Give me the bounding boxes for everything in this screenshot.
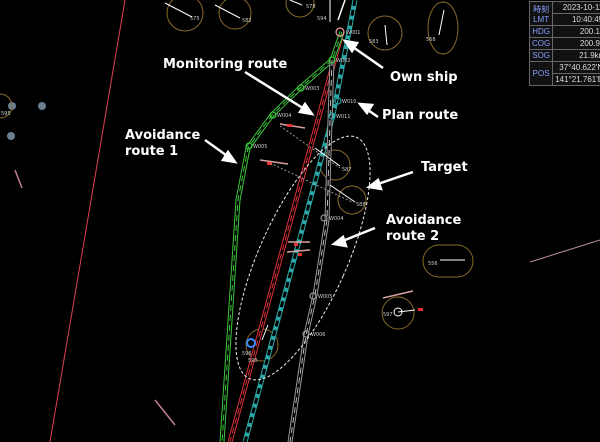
buoy-icon: [7, 132, 15, 140]
boundary-line: [49, 0, 126, 442]
lat-value: 37°40.622'N: [552, 61, 600, 74]
svg-text:578: 578: [306, 4, 316, 10]
time-label: 時刻: [533, 4, 550, 14]
svg-text:587: 587: [342, 167, 352, 173]
svg-text:575: 575: [190, 16, 200, 22]
pos-label: POS: [528, 61, 554, 86]
svg-text:590: 590: [248, 358, 258, 364]
svg-text:595: 595: [1, 111, 11, 117]
wp-label: W011: [336, 114, 351, 120]
wp-label: W004: [277, 113, 292, 119]
svg-text:594: 594: [317, 16, 327, 22]
wp-label: W001: [346, 30, 361, 36]
target-vector: [154, 399, 176, 426]
annotation-arrows: [204, 39, 414, 248]
date-value: 2023-10-11: [552, 1, 600, 14]
target-ship-icons: [164, 0, 465, 341]
wp-label: W010: [342, 99, 357, 105]
wp-label: W005: [253, 144, 268, 150]
waypoints[interactable]: [245, 27, 345, 348]
cog-label: COG: [528, 37, 554, 50]
wp-label: W003: [305, 86, 320, 92]
sog-value: 21.9kn: [552, 49, 600, 62]
svg-text:582: 582: [242, 18, 252, 24]
svg-text:568: 568: [426, 37, 436, 43]
svg-text:596: 596: [242, 351, 252, 357]
label-plan-route: Plan route: [382, 108, 459, 123]
wp-label: W006: [311, 332, 326, 338]
lon-value: 141°21.761'E: [552, 73, 600, 86]
lmt-label: LMT: [533, 14, 550, 24]
wp-label: W002: [336, 58, 351, 64]
svg-text:597: 597: [383, 312, 393, 318]
wp-label: W005: [318, 294, 333, 300]
buoy-icon: [38, 102, 46, 110]
hdg-value: 200.1°: [552, 25, 600, 38]
cpa-markers: [259, 123, 414, 299]
time-value: 10:40:45: [552, 13, 600, 26]
sog-label: SOG: [528, 49, 554, 62]
hdg-label: HDG: [528, 25, 554, 38]
svg-text:556: 556: [428, 261, 438, 267]
target-labels: 575 582 578 594 583 568 587 588 556 597 …: [1, 4, 438, 364]
target-domains: [0, 0, 474, 362]
cog-value: 200.9°: [552, 37, 600, 50]
svg-text:583: 583: [369, 39, 379, 45]
svg-text:588: 588: [356, 202, 366, 208]
label-target: Target: [421, 160, 468, 175]
target-highlight-ellipse: [235, 135, 371, 381]
label-avoidance-route-1: Avoidance route 1: [125, 128, 201, 159]
label-monitoring-route: Monitoring route: [163, 57, 288, 72]
target-vector: [14, 169, 23, 189]
label-own-ship: Own ship: [390, 70, 458, 85]
wp-label: W004: [329, 216, 344, 222]
target-vector: [529, 239, 600, 263]
label-avoidance-route-2: Avoidance route 2: [386, 213, 462, 244]
